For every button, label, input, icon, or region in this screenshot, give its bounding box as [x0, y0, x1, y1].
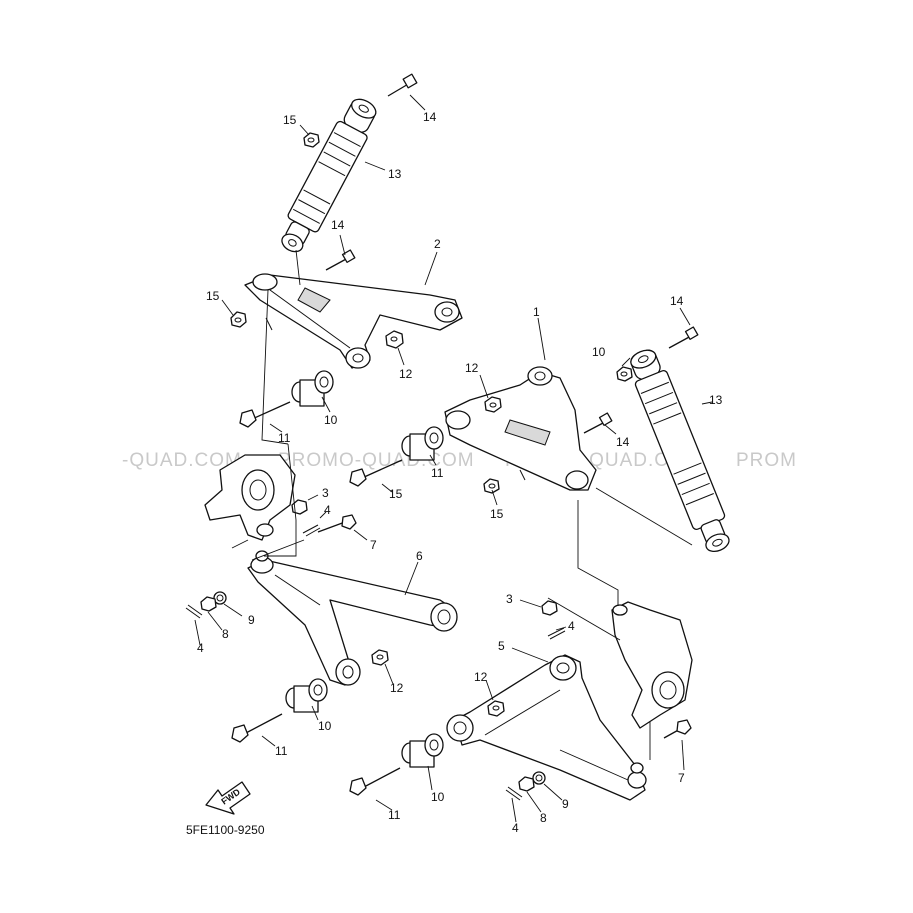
bolt-7-left [317, 514, 357, 533]
bolt-11-upper-right [349, 459, 403, 487]
callout-11: 11 [278, 431, 291, 445]
callout-10: 10 [318, 719, 332, 733]
callout-4: 4 [568, 619, 575, 633]
upper-left-shock-absorber [281, 98, 377, 253]
callout-11: 11 [388, 808, 401, 822]
callout-14: 14 [670, 294, 684, 308]
callout-11: 11 [275, 744, 288, 758]
watermark-right: PROM [736, 450, 797, 471]
callout-12: 12 [399, 367, 413, 381]
callout-9: 9 [562, 797, 569, 811]
callout-15: 15 [490, 507, 504, 521]
nut-12-upper-right [484, 396, 502, 413]
nut-3-left [291, 499, 308, 515]
callout-4: 4 [324, 503, 331, 517]
nut-15-upper-right-arm [483, 478, 500, 494]
drawing-code: 5FE1100-9250 [186, 823, 265, 837]
callout-6: 6 [416, 549, 423, 563]
cotter-pin-4-lower-left [185, 604, 203, 619]
bolt-7-right [663, 719, 692, 739]
callout-1: 1 [533, 305, 540, 319]
bolt-14-right-shock [668, 326, 699, 349]
nut-12-lower-left [371, 649, 389, 666]
nut-12-lower-right [487, 700, 505, 717]
upper-right-a-arm [444, 366, 597, 491]
cotter-pin-4-right [547, 627, 566, 640]
callout-12: 12 [474, 670, 488, 684]
bushing-10-upper-right [401, 426, 444, 461]
callout-10: 11 [431, 466, 444, 480]
cotter-pin-4-left [302, 524, 321, 537]
forward-direction-arrow: FWD [205, 781, 251, 815]
nut-15-right-shock [616, 366, 633, 382]
bolt-14-upper-left-arm [325, 249, 356, 271]
callout-labels: 14 15 13 14 2 15 12 10 11 1 14 15 12 13 … [197, 110, 723, 835]
nut-15-left-arm [230, 311, 247, 328]
cotter-pin-4-lower-right [505, 786, 523, 801]
upper-left-a-arm [244, 273, 463, 369]
callout-8: 8 [540, 811, 547, 825]
callout-15: 10 [592, 345, 606, 359]
nut-8-right [518, 776, 535, 792]
lower-right-a-arm [446, 654, 647, 801]
callout-10: 10 [324, 413, 338, 427]
right-steering-knuckle [611, 601, 693, 729]
callout-3: 3 [506, 592, 513, 606]
washer-9-left [213, 591, 227, 605]
callout-12: 12 [390, 681, 404, 695]
callout-14: 14 [423, 110, 437, 124]
assembly-lines [231, 249, 693, 781]
nut-12-upper-left [385, 330, 404, 349]
bushing-10-lower-left [285, 678, 328, 713]
callout-leaders [194, 94, 713, 823]
callout-4: 4 [512, 821, 519, 835]
bushing-10-lower-right [401, 733, 444, 768]
watermark-left: -QUAD.COM [122, 450, 242, 471]
callout-13: 13 [709, 393, 723, 407]
callout-2: 2 [434, 237, 441, 251]
callout-5: 5 [498, 639, 505, 653]
left-steering-knuckle [204, 454, 296, 541]
lower-left-a-arm [247, 556, 458, 686]
callout-10: 10 [431, 790, 445, 804]
callout-15: 15 [283, 113, 297, 127]
callout-14: 14 [616, 435, 630, 449]
bolt-11-lower-right [349, 767, 401, 796]
right-shock-absorber [630, 349, 730, 553]
washer-9-right [532, 771, 546, 785]
nut-3-right [541, 600, 558, 616]
bolt-11-upper-left [239, 401, 291, 428]
callout-9: 9 [248, 613, 255, 627]
bolt-11-lower-left [231, 713, 283, 743]
nut-15-upper-left [303, 132, 320, 148]
callout-7: 7 [370, 538, 377, 552]
callout-11: 15 [389, 487, 403, 501]
bolt-14-upper-right-arm [583, 412, 613, 434]
callout-15: 15 [206, 289, 220, 303]
bolt-14-upper-left [387, 73, 418, 97]
callout-12: 12 [465, 361, 479, 375]
callout-3: 3 [322, 486, 329, 500]
callout-7: 7 [678, 771, 685, 785]
nut-8-left [200, 596, 217, 612]
callout-14: 14 [331, 218, 345, 232]
callout-4: 4 [197, 641, 204, 655]
bushing-10-upper-left [291, 370, 334, 407]
callout-8: 8 [222, 627, 229, 641]
watermark-mid: PROMO-QUAD.COM [278, 450, 475, 471]
callout-13: 13 [388, 167, 402, 181]
